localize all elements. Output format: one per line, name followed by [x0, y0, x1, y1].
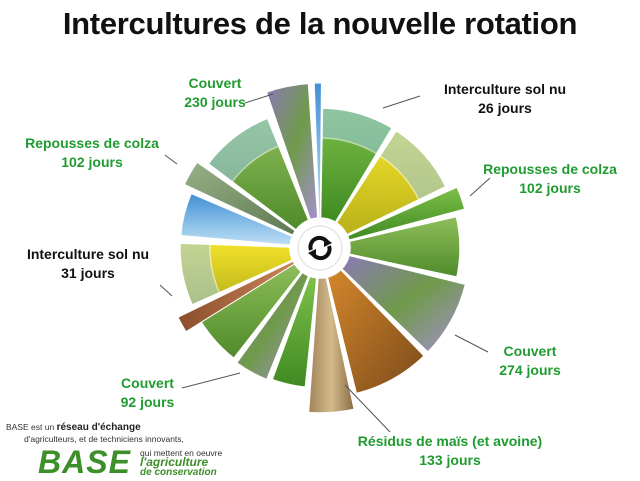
wedge-couvert-bottom-left — [235, 271, 310, 381]
logo-text-line5: de conservation — [140, 467, 217, 478]
label-days: 102 jours — [519, 180, 581, 196]
label-couvert-92: Couvert 92 jours — [100, 374, 195, 412]
label-line: Repousses de colza — [483, 161, 617, 177]
wedge-sol-nu-26 — [313, 82, 322, 219]
wedge-couvert-top — [265, 82, 319, 221]
logo-text-line4: l'agriculture — [140, 455, 209, 469]
label-line: Repousses de colza — [25, 135, 159, 151]
wheel-hub — [297, 225, 343, 271]
logo-text-line3: qui mettent en oeuvre — [140, 448, 223, 458]
page-title: Intercultures de la nouvelle rotation — [62, 6, 578, 41]
label-sol-nu-31: Interculture sol nu 31 jours — [8, 245, 168, 283]
wedge-sky-band — [179, 242, 221, 306]
label-days: 92 jours — [120, 394, 175, 410]
label-line: Résidus de maïs (et avoine) — [357, 433, 543, 449]
logo-wordmark: BASE — [38, 444, 131, 480]
leader-couvert-274 — [454, 334, 489, 353]
label-couvert-230: Couvert 230 jours — [160, 74, 270, 112]
wedge-regrowth-left — [183, 160, 297, 237]
label-repousses-right: Repousses de colza 102 jours — [470, 160, 630, 198]
label-line: Interculture sol nu — [443, 81, 567, 97]
wedge-sol-nu-31 — [177, 260, 296, 333]
logo-text-line1: BASE est un réseau d'échange — [6, 422, 141, 433]
label-days: 133 jours — [419, 452, 481, 468]
base-logo: BASE est un réseau d'échange d'agriculte… — [0, 418, 240, 480]
label-days: 31 jours — [61, 265, 115, 281]
label-couvert-274: Couvert 274 jours — [480, 342, 580, 380]
wedge-couvert-right — [340, 254, 467, 354]
wedge-regrowth-right — [346, 185, 466, 242]
wedge-stubble-bottom — [307, 276, 356, 414]
label-days: 26 jours — [478, 100, 532, 116]
wedge-sky-left — [179, 192, 294, 247]
label-days: 102 jours — [61, 154, 123, 170]
leader-residus-133 — [344, 384, 391, 433]
label-repousses-left: Repousses de colza 102 jours — [12, 134, 172, 172]
wedge-maize-residue — [326, 268, 426, 395]
leader-repousses-right — [469, 177, 491, 197]
logo-text-line2: d'agriculteurs, et de techniciens innova… — [24, 434, 184, 444]
wedge-sky-band — [378, 129, 447, 201]
wedge-sky-band — [321, 107, 394, 155]
label-line: Interculture sol nu — [26, 246, 150, 262]
wedge-field-bottom — [271, 275, 318, 389]
leader-couvert-92 — [181, 372, 241, 389]
leader-repousses-left — [164, 154, 178, 165]
label-residus-133: Résidus de maïs (et avoine) 133 jours — [335, 432, 565, 470]
label-days: 230 jours — [184, 94, 246, 110]
label-line: Couvert — [188, 75, 242, 91]
leader-couvert-230 — [244, 93, 274, 104]
label-sol-nu-26: Interculture sol nu 26 jours — [420, 80, 590, 118]
cycle-arrows-icon — [308, 235, 332, 261]
leader-sol-nu-26 — [382, 95, 421, 109]
leader-sol-nu-31 — [159, 284, 173, 297]
label-line: Couvert — [503, 343, 557, 359]
label-line: Couvert — [121, 375, 174, 391]
wedge-sky-band — [207, 117, 280, 183]
label-days: 274 jours — [499, 362, 561, 378]
wedge-wheat-right — [348, 215, 461, 278]
